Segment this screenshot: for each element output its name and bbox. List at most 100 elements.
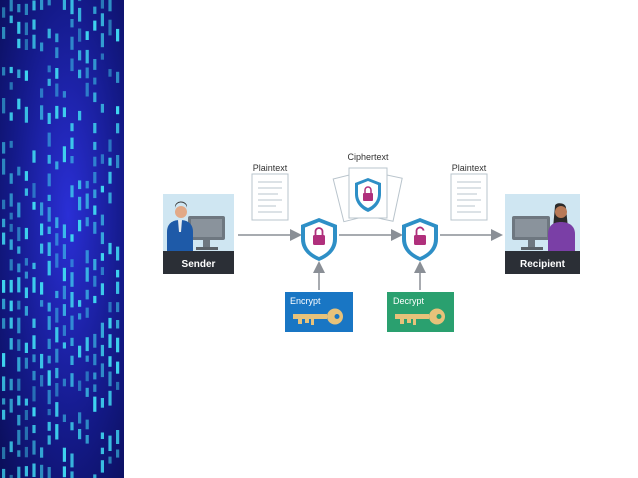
code-bar: [10, 213, 13, 220]
code-bar: [55, 34, 58, 43]
encrypt-key-box: Encrypt: [285, 292, 353, 332]
code-bar: [63, 244, 66, 259]
code-bar: [32, 183, 35, 198]
code-bar: [10, 193, 13, 206]
code-bar: [32, 441, 35, 455]
code-bar: [17, 203, 20, 218]
code-bar: [70, 185, 73, 197]
code-bar: [17, 246, 20, 253]
code-bar: [25, 447, 28, 457]
code-bar: [48, 303, 51, 312]
code-bar: [10, 67, 13, 73]
code-bar: [25, 306, 28, 316]
code-bar: [108, 302, 111, 312]
code-bar: [116, 320, 119, 329]
code-bar: [86, 337, 89, 351]
code-bar: [70, 19, 73, 27]
code-bar: [25, 272, 28, 279]
code-bar: [10, 0, 13, 11]
code-bar: [2, 233, 5, 245]
code-bar: [25, 228, 28, 239]
locked-shield-icon: [301, 218, 337, 261]
code-bar: [116, 430, 119, 444]
code-bar: [25, 4, 28, 15]
sender-card: Sender: [163, 194, 234, 274]
code-bar: [101, 54, 104, 60]
code-bar: [86, 290, 89, 300]
code-bar: [93, 21, 96, 31]
code-bar: [101, 448, 104, 454]
code-bar: [70, 471, 73, 478]
code-bar: [78, 300, 81, 307]
code-bar: [17, 227, 20, 241]
code-bar: [55, 308, 58, 323]
code-bar: [86, 420, 89, 430]
code-bar: [55, 253, 58, 267]
code-bar: [108, 457, 111, 464]
code-bar: [10, 173, 13, 184]
code-bar: [70, 59, 73, 72]
code-bar: [2, 318, 5, 329]
code-bar: [2, 410, 5, 420]
code-bar: [32, 354, 35, 362]
code-bar: [116, 247, 119, 261]
decrypt-key-box: Decrypt: [387, 292, 454, 332]
code-bar: [101, 33, 104, 47]
code-bar: [25, 358, 28, 369]
code-bar: [108, 172, 111, 184]
code-bar: [108, 391, 111, 406]
code-bar: [116, 302, 119, 312]
code-bar: [101, 345, 104, 356]
code-bar: [93, 259, 96, 270]
code-bar: [2, 299, 5, 309]
code-bar: [78, 197, 81, 211]
code-bar: [17, 467, 20, 478]
code-bar: [93, 373, 96, 380]
code-bar: [55, 368, 58, 378]
code-bar: [108, 436, 111, 451]
code-bar: [70, 316, 73, 330]
code-bar: [93, 334, 96, 348]
unlocked-shield-icon: [402, 218, 438, 261]
code-bar: [108, 243, 111, 254]
code-bar: [78, 346, 81, 358]
code-bar: [63, 224, 66, 238]
code-bar: [108, 356, 111, 367]
code-bar: [78, 412, 81, 423]
code-bar: [93, 7, 96, 14]
code-bar: [48, 339, 51, 349]
code-bar: [32, 335, 35, 349]
code-bar: [32, 319, 35, 328]
code-bar: [25, 288, 28, 299]
code-bar: [93, 474, 96, 478]
code-bar: [55, 68, 58, 79]
code-bar: [10, 338, 13, 350]
code-bar: [2, 447, 5, 459]
code-bar: [101, 13, 104, 26]
code-bar: [48, 133, 51, 147]
code-bar: [78, 8, 81, 22]
code-bar: [55, 349, 58, 363]
code-bar: [40, 300, 43, 307]
code-bar: [25, 427, 28, 440]
code-bar: [17, 396, 20, 406]
code-bar: [78, 111, 81, 121]
code-bar: [17, 277, 20, 292]
code-bar: [93, 206, 96, 215]
code-bar: [2, 469, 5, 478]
code-bar: [25, 23, 28, 36]
code-bar: [116, 155, 119, 168]
code-bar: [2, 376, 5, 391]
code-bar: [55, 424, 58, 439]
code-bar: [25, 410, 28, 420]
code-bar: [17, 39, 20, 48]
code-bar: [10, 259, 13, 270]
code-bar: [78, 220, 81, 231]
code-bar: [116, 362, 119, 374]
code-bar: [101, 232, 104, 244]
code-bar: [40, 224, 43, 236]
code-bar: [93, 354, 96, 365]
code-bar: [116, 382, 119, 390]
code-bar: [78, 70, 81, 79]
code-bar: [108, 193, 111, 204]
